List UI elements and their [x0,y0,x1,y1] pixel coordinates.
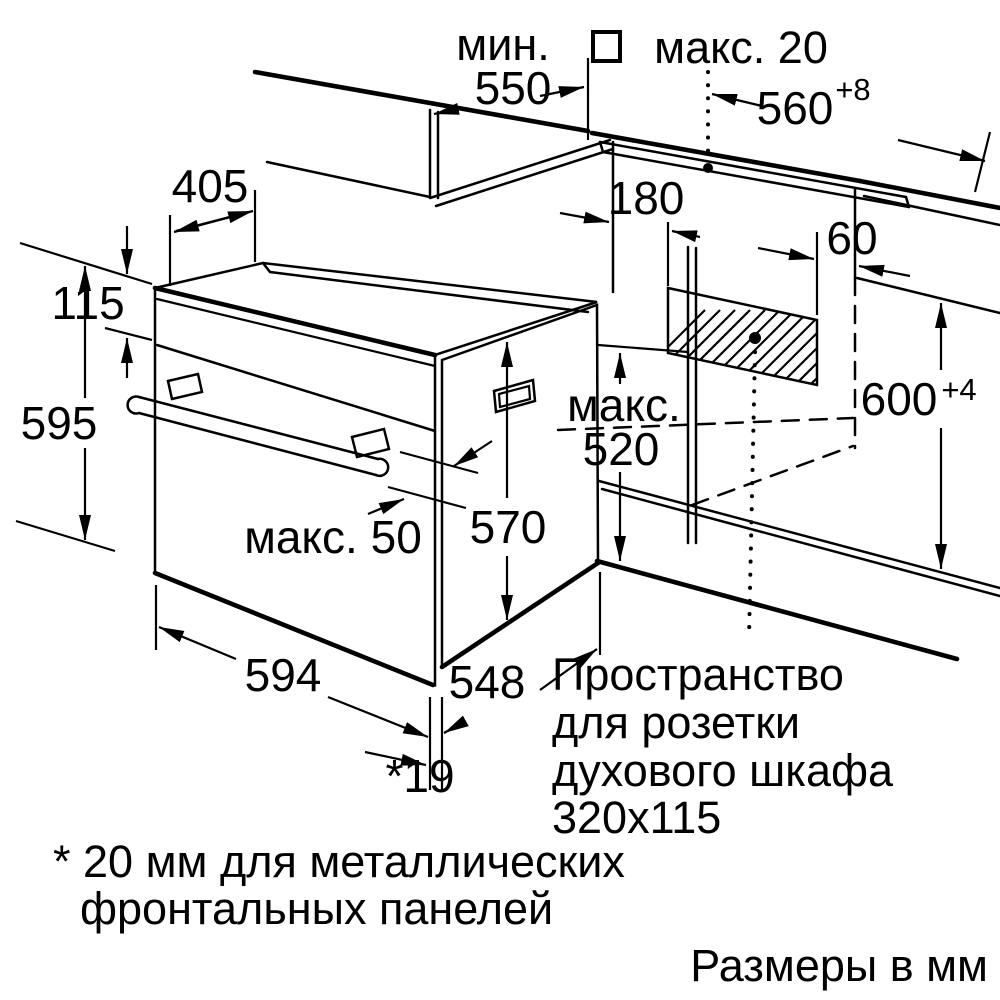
dim-max-520-word: макс. [567,379,681,431]
socket-note-line-3: духового шкафа [552,745,894,796]
cable-hole-square-icon [591,30,622,63]
niche-compartment [556,186,1000,662]
dim-548-label: 548 [449,656,526,708]
dim-min-550: мин. 550 [433,19,590,140]
oven-front-face [153,286,437,687]
socket-note-line-4: 320x115 [552,792,721,843]
dim-570-label: 570 [470,501,547,553]
footnote-line-2: фронтальных панелей [80,883,553,934]
footnote: * 20 мм для металлических фронтальных па… [53,836,625,934]
dim-405-label: 405 [172,160,249,212]
dim-115-label: 115 [51,277,124,329]
dim-560-tolerance: +8 [835,72,870,107]
dim-min-550-prefix: мин. [456,19,549,70]
dim-oven-width-594: 594 [154,585,432,790]
dim-oven-height-595: 595 [15,266,116,553]
dim-595-label: 595 [21,397,98,449]
dim-body-depth-548: 548 [440,572,602,790]
socket-note-line-2: для розетки [552,697,800,748]
dim-594-label: 594 [245,649,322,701]
dim-rear-distance-180: 180 [559,172,701,286]
cable-hole-label: макс. 20 [654,22,828,73]
cabinet-walls [265,108,615,294]
dim-max-50-label: макс. 50 [244,511,422,563]
dim-handle-max-50: макс. 50 [244,440,493,563]
dim-inner-height-570: 570 [470,342,547,620]
dim-cable-hole-max-20: макс. 20 [591,22,828,160]
socket-note: Пространство для розетки духового шкафа … [552,649,894,843]
control-panel-bottom-edge [155,343,437,433]
dim-180-label: 180 [608,172,685,224]
dim-600-label: 600 [861,373,938,425]
dim-max-520-value: 520 [583,423,660,475]
cable-hole-dot [703,163,713,173]
dim-60-label: 60 [826,212,877,264]
oven [126,261,601,688]
socket-note-line-1: Пространство [552,649,844,700]
socket-position-dot [749,332,761,344]
dim-19-label: *19 [385,750,454,802]
door-handle [126,372,391,478]
dim-niche-height-600: 600 +4 [861,303,977,569]
units-note: Размеры в мм [690,940,988,991]
dim-560-label: 560 [757,82,834,134]
side-vent [492,378,537,414]
dim-socket-offset-60: 60 [757,212,911,315]
footnote-line-1: * 20 мм для металлических [53,836,625,887]
dim-min-550-label: 550 [475,62,552,114]
socket-dotted-line [747,350,757,640]
dim-niche-width-560: 560 +8 [711,72,992,193]
dim-top-depth-405: 405 [168,160,257,286]
dim-max-520: макс. 520 [567,353,681,561]
dim-protrusion-19: *19 [364,750,455,802]
dim-600-tolerance: +4 [941,372,976,407]
countertop [252,69,1000,227]
